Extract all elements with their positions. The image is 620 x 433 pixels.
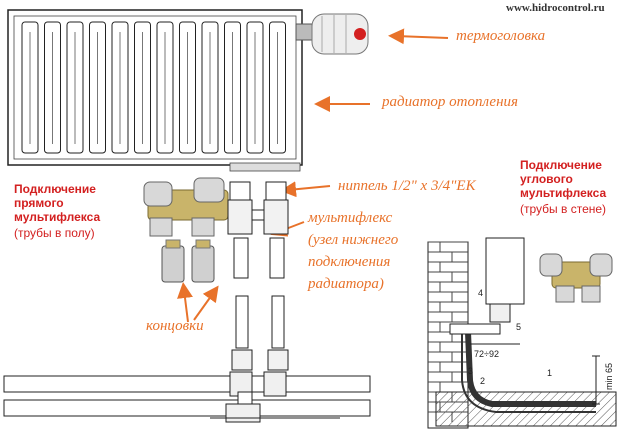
angle-connection-title-1: Подключение xyxy=(520,158,602,172)
thermohead-label: термоголовка xyxy=(456,28,546,44)
straight-connection-title-1: Подключение xyxy=(14,182,96,196)
dimension-label: 72÷92 xyxy=(474,349,499,359)
endings-label: концовки xyxy=(146,318,204,334)
min-height-label: min 65 xyxy=(604,363,614,390)
callout-numbers: 1 2 3 4 5 72÷92 min 65 xyxy=(468,288,614,390)
straight-connection-note: (трубы в полу) xyxy=(14,226,95,240)
angle-connection-title-2: углового xyxy=(520,172,573,186)
radiator-fins xyxy=(21,21,286,154)
straight-multiflex-image xyxy=(143,177,229,237)
pipe-end-fittings xyxy=(161,239,215,283)
floor-pipes xyxy=(3,371,371,423)
multiflex-valve-drawing xyxy=(227,181,289,371)
website-url[interactable]: www.hidrocontrol.ru xyxy=(506,2,605,14)
nipple-label: ниппель 1/2" x 3/4"ЕК xyxy=(338,178,476,194)
callout-4: 4 xyxy=(478,288,483,298)
thermostatic-head-image xyxy=(295,13,369,55)
callout-1: 1 xyxy=(547,368,552,378)
callout-5: 5 xyxy=(516,322,521,332)
callout-3: 3 xyxy=(468,366,473,376)
radiator-label: радиатор отопления xyxy=(382,94,518,110)
wall-installation-section xyxy=(427,237,617,429)
angle-connection-title-3: мультифлекса xyxy=(520,186,607,200)
straight-connection-title-3: мультифлекса xyxy=(14,210,101,224)
multiflex-label-line1: мультифлекс xyxy=(308,210,393,226)
radiator-drawing xyxy=(7,9,303,172)
straight-connection-title-2: прямого xyxy=(14,196,64,210)
multiflex-label-line2: (узел нижнего xyxy=(308,232,399,248)
multiflex-label-line3: подключения xyxy=(308,254,391,270)
angle-multiflex-image xyxy=(539,253,613,303)
angle-connection-note: (трубы в стене) xyxy=(520,202,607,216)
multiflex-label-line4: радиатора) xyxy=(308,276,384,292)
callout-2: 2 xyxy=(480,376,485,386)
